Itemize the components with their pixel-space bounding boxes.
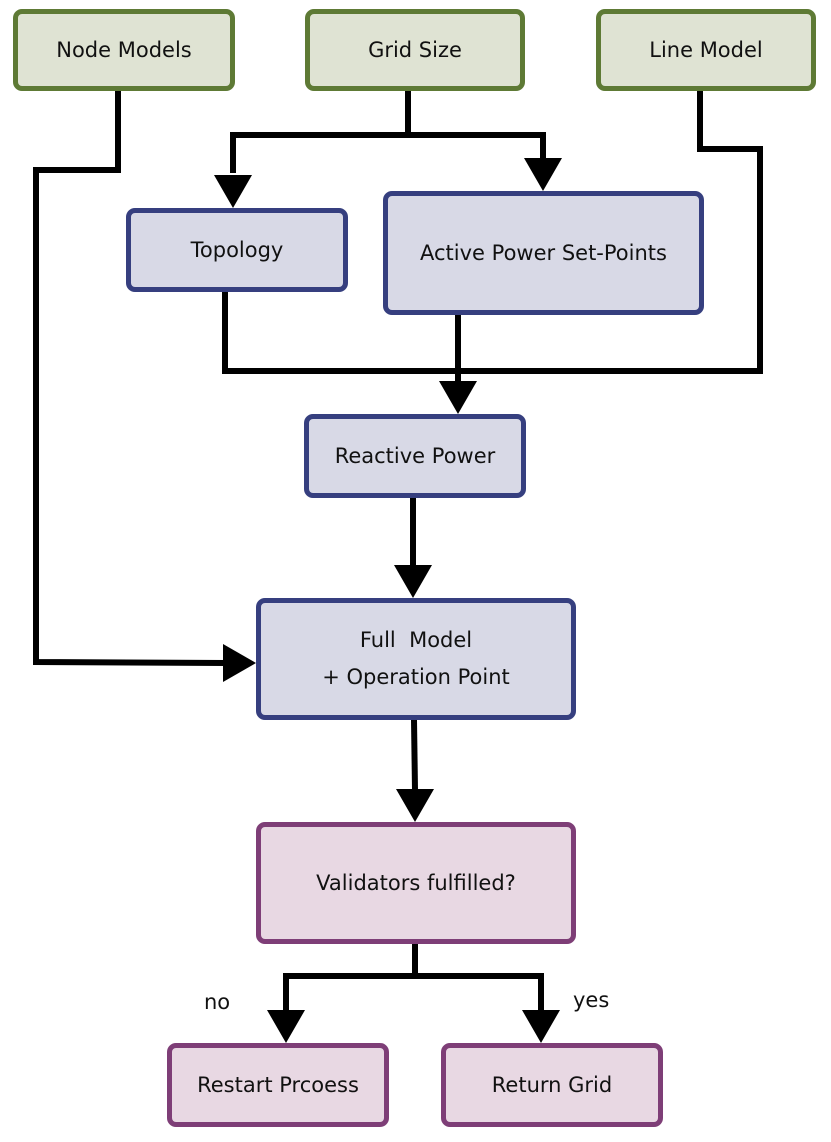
line-model-label: Line Model bbox=[649, 37, 763, 62]
edge-label-no: no bbox=[204, 990, 231, 1014]
arrowhead-to-validators bbox=[396, 789, 434, 822]
reactive-power-box: Reactive Power bbox=[304, 414, 526, 498]
arrowhead-to-reactive-power bbox=[439, 381, 477, 414]
topology-box: Topology bbox=[126, 208, 348, 292]
line-validators-split bbox=[283, 944, 418, 1012]
full-model-line1: Full Model bbox=[359, 628, 473, 652]
line-node-models-to-full-model bbox=[33, 91, 227, 666]
grid-size-box: Grid Size bbox=[305, 9, 525, 91]
arrowhead-to-return-grid bbox=[522, 1010, 560, 1043]
line-line-model-to-reactive bbox=[458, 91, 763, 374]
full-model-box: Full Model + Operation Point bbox=[256, 598, 576, 720]
validators-box: Validators fulfilled? bbox=[256, 822, 576, 944]
node-models-label: Node Models bbox=[56, 37, 192, 62]
active-power-label: Active Power Set-Points bbox=[420, 240, 667, 265]
line-model-box: Line Model bbox=[596, 9, 816, 91]
arrowhead-to-restart-process bbox=[267, 1010, 305, 1043]
arrowhead-to-full-model-left bbox=[223, 644, 256, 682]
line-topology-to-reactive bbox=[222, 292, 458, 374]
arrowhead-to-topology bbox=[214, 175, 252, 208]
full-model-line2: + Operation Point bbox=[322, 665, 510, 689]
topology-label: Topology bbox=[190, 237, 284, 262]
line-grid-size-to-topology bbox=[230, 132, 546, 173]
active-power-box: Active Power Set-Points bbox=[383, 191, 704, 315]
reactive-power-label: Reactive Power bbox=[334, 443, 496, 468]
validators-label: Validators fulfilled? bbox=[316, 870, 516, 895]
node-models-box: Node Models bbox=[13, 9, 235, 91]
restart-process-box: Restart Prcoess bbox=[167, 1043, 389, 1127]
return-grid-box: Return Grid bbox=[441, 1043, 663, 1127]
return-grid-label: Return Grid bbox=[491, 1072, 613, 1097]
restart-process-label: Restart Prcoess bbox=[197, 1072, 359, 1097]
edge-label-yes: yes bbox=[573, 988, 610, 1012]
grid-size-label: Grid Size bbox=[368, 37, 462, 62]
arrowhead-to-active-power bbox=[524, 158, 562, 191]
line-validators-to-return bbox=[415, 973, 544, 1012]
arrowhead-to-full-model-top bbox=[394, 565, 432, 598]
line-full-model-to-validators bbox=[411, 719, 418, 791]
